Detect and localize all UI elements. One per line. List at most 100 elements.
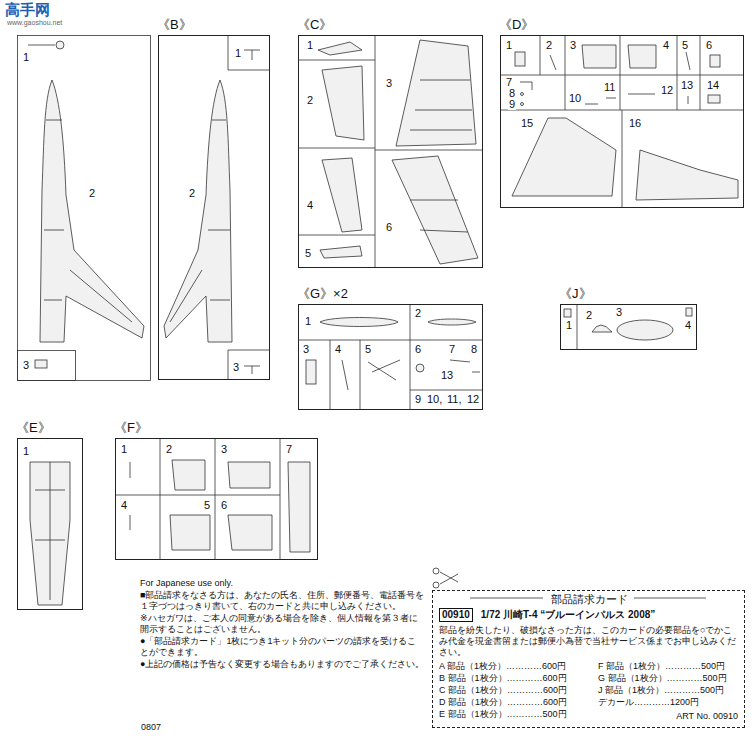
part-drawing [708, 95, 720, 103]
part-number: 13 [680, 80, 694, 91]
part-number: 16 [628, 118, 642, 129]
watermark-url: www.gaoshou.net [6, 19, 63, 27]
part-number: 3 [302, 344, 310, 355]
part-number: 3 [385, 78, 393, 89]
part-drawing [44, 120, 132, 322]
part-drawing [550, 55, 556, 70]
part-drawing [636, 150, 738, 200]
part-number: 8 [508, 88, 516, 99]
part-drawing [582, 45, 616, 68]
watermark: 高手网 [4, 2, 51, 18]
price-line: F 部品（1枚分）…………500円 [598, 661, 725, 672]
part-number: 4 [120, 500, 128, 511]
part-drawing [410, 80, 472, 130]
part-number: 1 [565, 320, 573, 331]
price-line: デカール…………1200円 [598, 697, 699, 708]
part-drawing [228, 462, 270, 488]
part-drawing [164, 80, 232, 342]
part-number: 1 [306, 40, 314, 51]
part-drawing [564, 309, 571, 317]
part-number: 3 [615, 307, 623, 318]
note-text: ●「部品請求カード」1枚につき1キット分のパーツの請求を受けることができます。 [140, 636, 425, 659]
frame-letter: 《G》×2 [297, 286, 348, 301]
frame-letter: 《C》 [297, 17, 332, 32]
scissors-symbol [433, 582, 439, 588]
part-drawing [396, 40, 476, 146]
cell-divider [500, 35, 744, 208]
part-number: 2 [188, 188, 196, 199]
part-number: 4 [684, 320, 692, 331]
part-number: 3 [569, 40, 577, 51]
part-drawing [288, 462, 310, 552]
scissors-symbol [440, 572, 458, 584]
part-drawing [28, 40, 738, 605]
part-number: 1 [22, 52, 30, 63]
part-drawing [35, 360, 47, 368]
part-drawing [515, 52, 525, 66]
part-drawing [306, 360, 316, 384]
part-drawing [40, 80, 144, 342]
cell-divider [228, 35, 270, 380]
part-drawing [170, 120, 230, 322]
part-drawing [56, 41, 64, 49]
part-number: 7 [505, 77, 513, 88]
part-number: 5 [364, 344, 372, 355]
part-drawing [686, 308, 692, 316]
frame-letter: 《E》 [16, 420, 51, 435]
part-number: 3 [22, 360, 30, 371]
frame-letter: 《F》 [114, 420, 148, 435]
parts-frame: 《E》 [17, 438, 83, 610]
kit-title: 1/72 川崎T-4 “ブルーインパルス 2008” [481, 609, 656, 621]
scissors-symbol [433, 568, 439, 574]
part-number: 14 [706, 80, 720, 91]
part-number: 4 [334, 344, 342, 355]
part-number: 2 [545, 40, 553, 51]
notes-block: For Japanese use only.■部品請求をなさる方は、あなたの氏名… [140, 578, 425, 670]
part-number: 11, [446, 394, 462, 405]
part-number: 9 [508, 99, 516, 110]
part-drawing [410, 200, 468, 232]
part-drawing [628, 45, 656, 68]
price-line: B 部品（1枚分）…………600円 [439, 673, 567, 684]
parts-frame: 《B》 [158, 35, 270, 380]
part-drawing [35, 462, 65, 600]
order-card: 00910部品請求カード1/72 川崎T-4 “ブルーインパルス 2008”部品… [432, 590, 745, 728]
part-number: 10 [568, 93, 582, 104]
parts-frame: 《D》 [500, 35, 744, 208]
part-drawing [710, 55, 720, 67]
part-drawing [130, 462, 131, 530]
part-drawing [228, 515, 272, 550]
card-heading: 部品請求カード [551, 593, 628, 606]
part-number: 3 [220, 444, 228, 455]
parts-frame: 《F》 [115, 438, 318, 560]
item-code: 00910 [442, 609, 470, 621]
part-number: 2 [414, 308, 422, 319]
part-number: 5 [203, 500, 211, 511]
part-number: 6 [414, 344, 422, 355]
note-text: ※ハセガワは、ご本人の同意がある場合を除き、個人情報を第３者に開示することはござ… [140, 613, 425, 636]
part-number: 1 [505, 40, 513, 51]
part-number: 13 [440, 370, 454, 381]
part-drawing [392, 156, 478, 264]
art-number: ART No. 00910 [676, 711, 738, 722]
part-number: 1 [120, 444, 128, 455]
part-number: 1 [304, 316, 312, 327]
part-number: 5 [681, 40, 689, 51]
part-number: 12 [660, 85, 674, 96]
part-number: 4 [662, 40, 670, 51]
cell-divider [115, 438, 280, 560]
part-number: 10, [426, 394, 443, 405]
part-drawing [686, 52, 690, 70]
part-number: 2 [88, 188, 96, 199]
part-number: 6 [705, 40, 713, 51]
price-line: J 部品（1枚分）…………500円 [598, 685, 724, 696]
parts-frame: 《J》 [560, 304, 697, 350]
cell-divider [298, 35, 483, 268]
part-number: 8 [470, 344, 478, 355]
part-drawing [30, 462, 70, 605]
price-line: E 部品（1枚分）…………500円 [439, 709, 567, 720]
part-number: 7 [285, 444, 293, 455]
part-drawing [512, 118, 616, 196]
part-drawing [322, 66, 364, 140]
